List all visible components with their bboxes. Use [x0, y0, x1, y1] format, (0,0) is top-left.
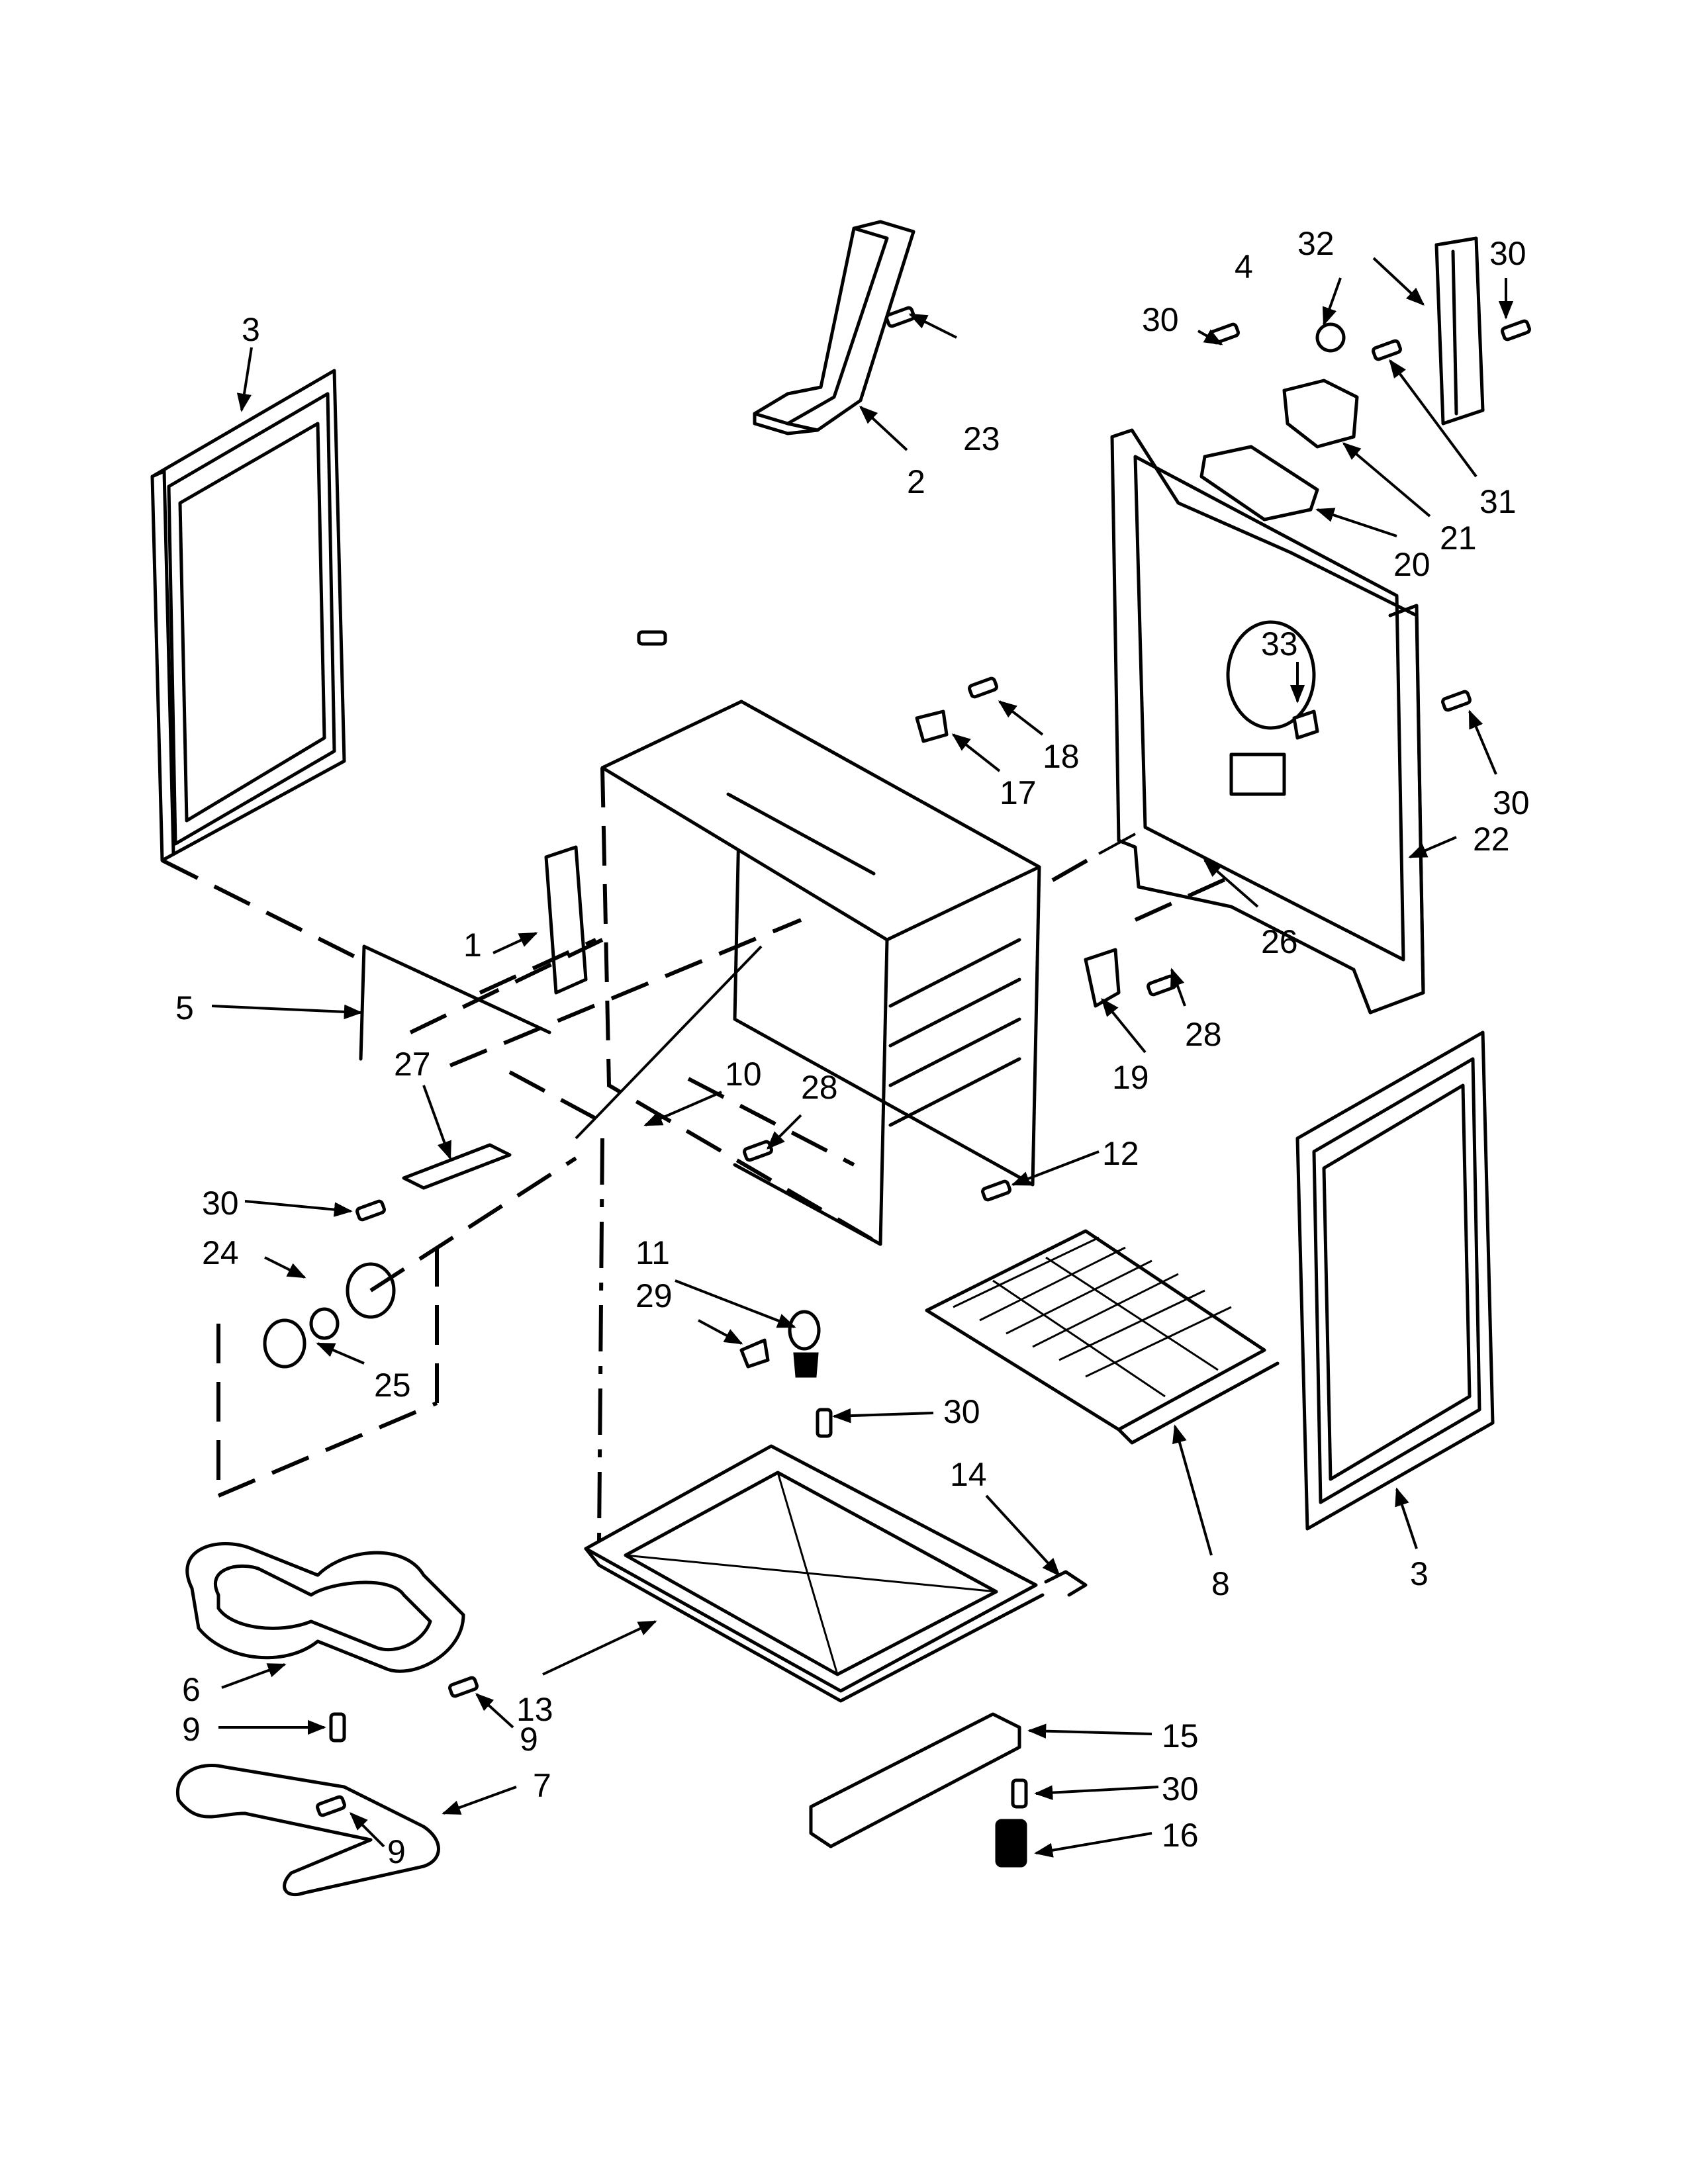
callout-5: 5: [175, 989, 194, 1026]
callout-16: 16: [1162, 1817, 1199, 1854]
side-panel-right: [1295, 1030, 1495, 1531]
oven-sensor: [402, 1143, 512, 1190]
callout-8: 8: [1211, 1565, 1230, 1602]
assembly-lines: [161, 833, 1239, 1543]
callout-13: 13: [516, 1691, 553, 1728]
callout-9-bottom: 9: [387, 1833, 406, 1870]
callout-22: 22: [1473, 821, 1510, 858]
callout-27: 27: [394, 1046, 431, 1083]
clip-14: [1044, 1570, 1088, 1597]
callout-18: 18: [1043, 738, 1080, 775]
callout-17: 17: [1000, 774, 1037, 811]
callout-21: 21: [1440, 520, 1477, 557]
side-panel-left: [150, 369, 346, 862]
fasteners-center: [739, 1310, 821, 1378]
screws: [316, 306, 1531, 1817]
leveling-leg: [995, 1819, 1027, 1868]
callout-30-left: 30: [202, 1185, 239, 1222]
latch-bracket: [544, 845, 588, 995]
callout-30-top-left: 30: [1142, 301, 1179, 338]
callout-9-left: 9: [182, 1711, 201, 1748]
callout-7: 7: [533, 1767, 551, 1804]
callout-19: 19: [1112, 1059, 1149, 1096]
rear-panel: [1110, 428, 1425, 1015]
callout-10: 10: [725, 1056, 762, 1093]
broil-element: [176, 1763, 440, 1897]
callout-25: 25: [374, 1367, 411, 1404]
small-parts: [915, 709, 1319, 1008]
callout-15: 15: [1162, 1717, 1199, 1754]
callout-26: 26: [1261, 923, 1298, 960]
oven-bottom-panel: [584, 1444, 1045, 1703]
callout-30-rear: 30: [1493, 784, 1530, 821]
callout-31: 31: [1479, 483, 1517, 520]
callout-11: 11: [635, 1234, 670, 1271]
anti-tip-bracket: [809, 1712, 1021, 1848]
callout-30-center: 30: [943, 1393, 980, 1430]
callout-32: 32: [1297, 225, 1335, 262]
vent-bracket: [753, 220, 915, 435]
bracket-32: [1434, 236, 1485, 426]
callout-28-center: 28: [801, 1069, 838, 1106]
callout-6: 6: [182, 1671, 201, 1708]
callout-1: 1: [463, 927, 482, 964]
callout-9-right: 9: [520, 1721, 538, 1758]
callout-20: 20: [1393, 546, 1430, 583]
oven-light-assembly: [216, 1231, 439, 1498]
small-components-top: [1199, 322, 1359, 522]
callout-28-right: 28: [1185, 1016, 1222, 1053]
callout-3-left: 3: [242, 311, 260, 348]
callout-33: 33: [1261, 625, 1298, 662]
callout-30-bottom: 30: [1162, 1770, 1199, 1807]
bake-element: [185, 1542, 465, 1673]
callout-12: 12: [1102, 1135, 1139, 1172]
callout-29: 29: [635, 1277, 673, 1314]
callout-23: 23: [963, 420, 1000, 457]
callout-30-top-right: 30: [1489, 235, 1526, 272]
callout-labels: 1 2 3 3 4 5 6 7 8 9 9 9 10 11 12 13 14 1…: [175, 225, 1530, 1870]
oven-rack: [925, 1229, 1280, 1445]
oven-cavity: [600, 700, 1041, 1246]
callout-4: 4: [1235, 248, 1253, 285]
leader-lines: [211, 257, 1514, 1858]
callout-14: 14: [950, 1456, 987, 1493]
callout-24: 24: [202, 1234, 239, 1271]
callout-2: 2: [907, 463, 925, 500]
door-gasket: [359, 944, 551, 1061]
callout-3-right: 3: [1410, 1555, 1429, 1592]
